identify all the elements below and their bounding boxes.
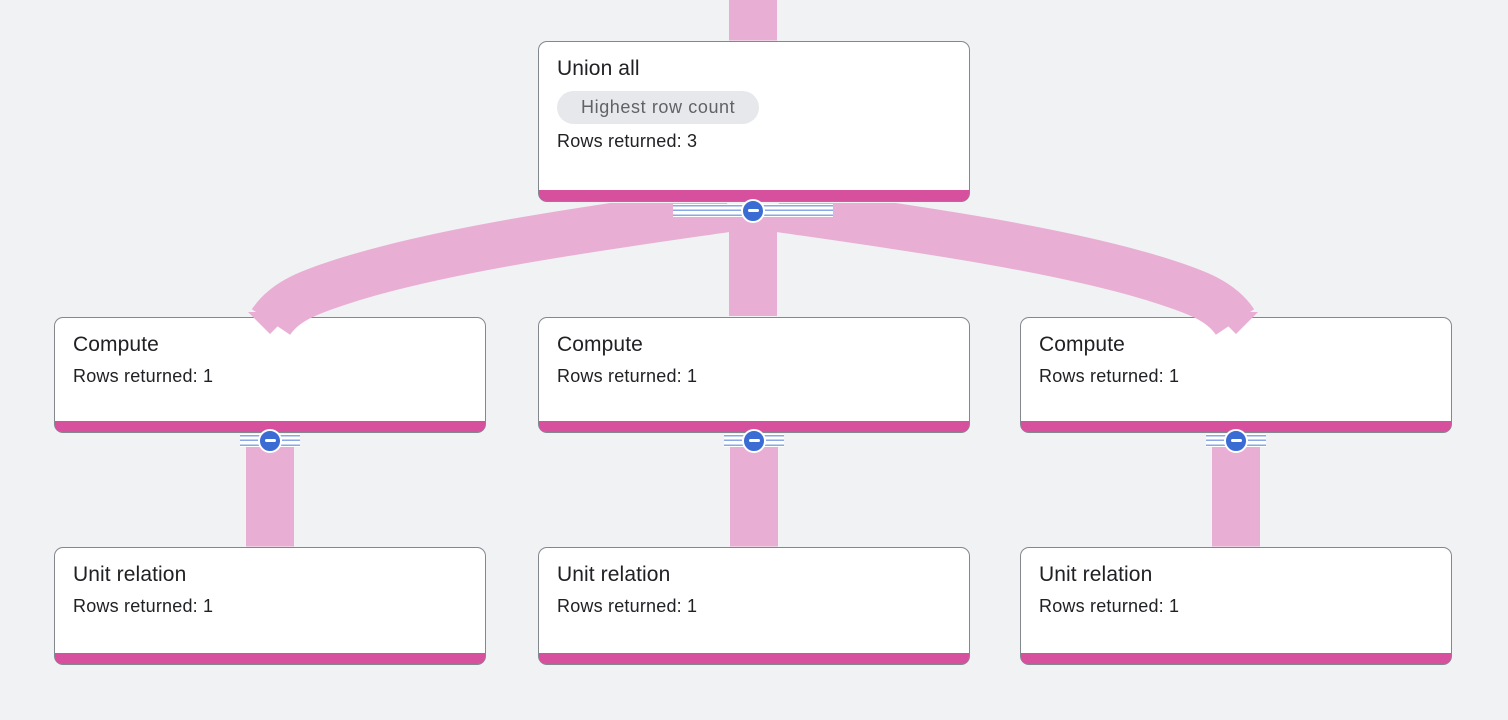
minus-icon: [748, 439, 760, 442]
duration-bar: [1021, 653, 1451, 664]
node-unit-relation-right[interactable]: Unit relation Rows returned: 1: [1020, 547, 1452, 665]
node-compute-left[interactable]: Compute Rows returned: 1: [54, 317, 486, 433]
collapse-toggle-button[interactable]: [742, 428, 766, 453]
duration-bar: [1021, 421, 1451, 432]
node-title: Compute: [73, 333, 159, 356]
minus-icon: [747, 209, 759, 212]
collapse-toggle-button[interactable]: [258, 428, 282, 453]
node-title: Unit relation: [1039, 563, 1153, 586]
minus-icon: [264, 439, 276, 442]
minus-icon: [1230, 439, 1242, 442]
node-title: Union all: [557, 57, 640, 80]
duration-bar: [55, 653, 485, 664]
node-title: Compute: [557, 333, 643, 356]
collapse-control-compute-right: [1206, 428, 1266, 453]
rows-returned-label: Rows returned: 1: [73, 596, 214, 616]
edge-union-to-compute-left: [251, 203, 732, 336]
rows-returned-label: Rows returned: 1: [1039, 596, 1180, 616]
duration-bar: [539, 653, 969, 664]
rows-returned-label: Rows returned: 1: [1039, 366, 1180, 386]
node-compute-middle[interactable]: Compute Rows returned: 1: [538, 317, 970, 433]
node-title: Compute: [1039, 333, 1125, 356]
node-compute-right[interactable]: Compute Rows returned: 1: [1020, 317, 1452, 433]
rows-returned-label: Rows returned: 3: [557, 131, 698, 151]
collapse-toggle-button[interactable]: [741, 198, 765, 223]
collapse-control-compute-left: [240, 428, 300, 453]
badge-row: Highest row count: [557, 91, 951, 124]
node-unit-relation-left[interactable]: Unit relation Rows returned: 1: [54, 547, 486, 665]
node-title: Unit relation: [557, 563, 671, 586]
node-title: Unit relation: [73, 563, 187, 586]
rows-returned-label: Rows returned: 1: [557, 596, 698, 616]
node-unit-relation-middle[interactable]: Unit relation Rows returned: 1: [538, 547, 970, 665]
node-union-all[interactable]: Union all Highest row count Rows returne…: [538, 41, 970, 202]
duration-bar: [539, 190, 969, 201]
collapse-control-union-all: [673, 198, 833, 223]
highest-row-count-badge: Highest row count: [557, 91, 760, 124]
rows-returned-label: Rows returned: 1: [557, 366, 698, 386]
edge-union-to-compute-right: [774, 203, 1255, 336]
collapse-toggle-button[interactable]: [1224, 428, 1248, 453]
duration-bar: [55, 421, 485, 432]
rows-returned-label: Rows returned: 1: [73, 366, 214, 386]
collapse-control-compute-middle: [724, 428, 784, 453]
duration-bar: [539, 421, 969, 432]
